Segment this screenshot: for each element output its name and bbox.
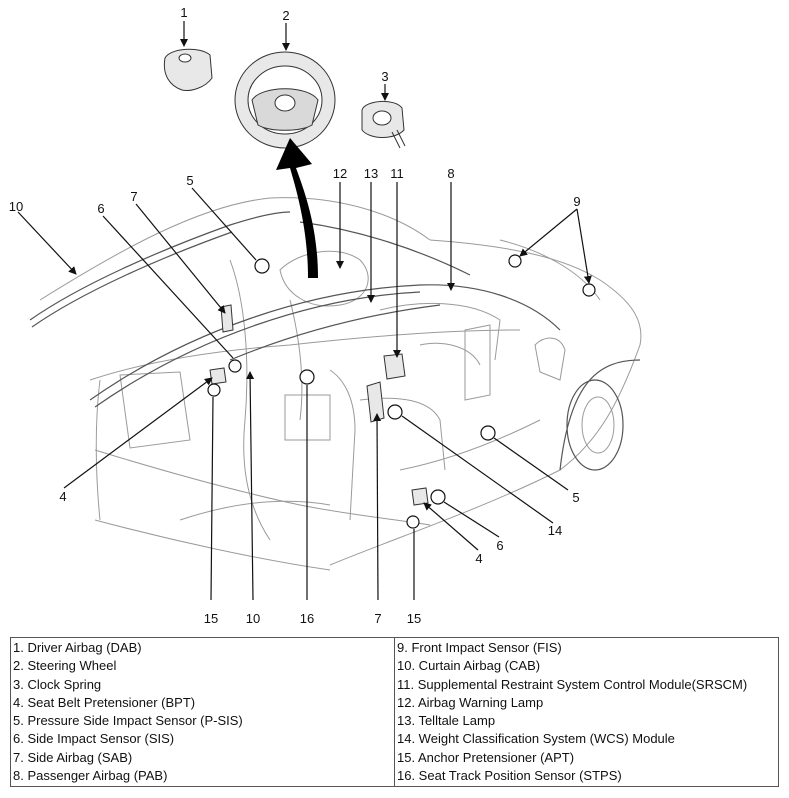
callout-5-top: 5: [186, 173, 193, 188]
steering-wheel: [234, 51, 336, 149]
callout-7-top: 7: [130, 189, 137, 204]
belt-pretensioner-right: [411, 487, 429, 506]
legend-item: 6. Side Impact Sensor (SIS): [13, 731, 175, 747]
legend-item: 8. Passenger Airbag (PAB): [13, 768, 168, 784]
callout-4-right: 4: [475, 551, 482, 566]
legend-item: 13. Telltale Lamp: [397, 713, 496, 729]
legend-item: 14. Weight Classification System (WCS) M…: [397, 731, 675, 747]
srscm-module: [383, 353, 406, 380]
callout-3: 3: [381, 69, 388, 84]
legend-item: 3. Clock Spring: [13, 676, 102, 692]
driver-airbag-module: [163, 48, 213, 91]
callout-6-top: 6: [97, 201, 104, 216]
legend-item: 1. Driver Airbag (DAB): [13, 640, 142, 655]
clock-spring: [361, 101, 406, 149]
callout-12: 12: [333, 166, 347, 181]
legend-item: 12. Airbag Warning Lamp: [397, 694, 544, 710]
legend-item: 15. Anchor Pretensioner (APT): [397, 749, 575, 765]
callout-6-right: 6: [496, 538, 503, 553]
steering-wheel-callout-arrow: [276, 138, 318, 278]
vehicle-outline: [39, 197, 642, 571]
callout-7-bottom: 7: [374, 611, 381, 626]
legend-item: 7. Side Airbag (SAB): [13, 749, 133, 765]
callout-5-right: 5: [572, 490, 579, 505]
callout-13: 13: [364, 166, 378, 181]
srs-component-diagram: 1 2 3 5 10 6 7 12 13 11 8 9 4 5 14 6 4 1…: [9, 5, 642, 626]
callout-10-top: 10: [9, 199, 23, 214]
legend-column-right: 9. Front Impact Sensor (FIS) 10. Curtain…: [394, 638, 778, 786]
callout-1: 1: [180, 5, 187, 20]
curtain-airbag-lines: [29, 211, 561, 408]
legend-item: 4. Seat Belt Pretensioner (BPT): [13, 694, 196, 710]
legend-item: 16. Seat Track Position Sensor (STPS): [397, 768, 622, 784]
callout-8: 8: [447, 166, 454, 181]
callout-4-left: 4: [59, 489, 66, 504]
legend-item: 9. Front Impact Sensor (FIS): [397, 640, 562, 655]
callout-labels: 1 2 3 5 10 6 7 12 13 11 8 9 4 5 14 6 4 1…: [9, 5, 581, 626]
callout-2: 2: [282, 8, 289, 23]
callout-14: 14: [548, 523, 562, 538]
sensor-markers: [207, 254, 596, 529]
callout-15-left: 15: [204, 611, 218, 626]
belt-pretensioner-left: [209, 367, 227, 385]
side-airbag-seat-left: [220, 304, 234, 333]
legend-item: 10. Curtain Airbag (CAB): [397, 658, 541, 674]
legend-item: 11. Supplemental Restraint System Contro…: [397, 676, 748, 692]
callout-9: 9: [573, 194, 580, 209]
side-airbag-module: [366, 381, 385, 423]
legend-item: 5. Pressure Side Impact Sensor (P-SIS): [13, 713, 243, 729]
component-legend-table: 1. Driver Airbag (DAB) 2. Steering Wheel…: [10, 637, 779, 787]
callout-16: 16: [300, 611, 314, 626]
callout-10-bottom: 10: [246, 611, 260, 626]
legend-column-left: 1. Driver Airbag (DAB) 2. Steering Wheel…: [11, 638, 394, 786]
legend-item: 2. Steering Wheel: [13, 658, 117, 674]
leader-lines: [17, 21, 592, 601]
callout-11: 11: [390, 166, 404, 181]
callout-15-right: 15: [407, 611, 421, 626]
